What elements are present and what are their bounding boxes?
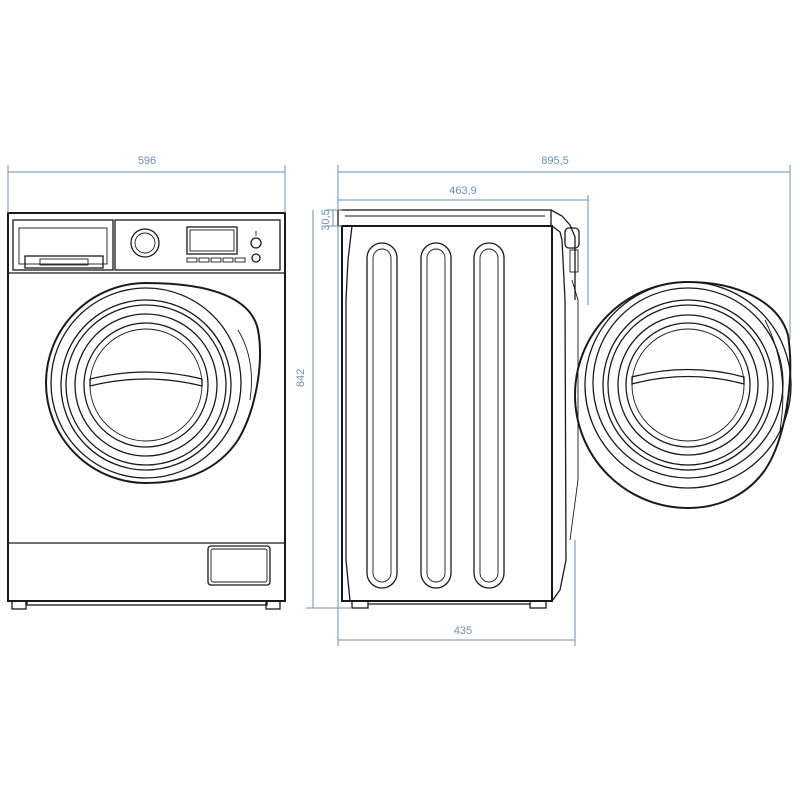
control-panel xyxy=(114,219,281,271)
side-view xyxy=(337,209,792,609)
dimension-lines: 596 895,5 463,9 30,5 842 435 xyxy=(7,155,791,646)
function-button[interactable] xyxy=(222,257,234,263)
top-offset-dimension-label: 30,5 xyxy=(320,209,332,230)
height-dimension-label: 842 xyxy=(295,369,307,387)
door-glass xyxy=(83,322,209,448)
side-body xyxy=(341,225,553,602)
function-button[interactable] xyxy=(198,257,210,263)
side-rib xyxy=(366,242,398,589)
function-buttons xyxy=(186,257,246,263)
power-button[interactable] xyxy=(251,253,261,263)
drawer-handle xyxy=(24,255,104,269)
side-rib xyxy=(420,242,452,589)
body-depth-dimension-label: 435 xyxy=(454,625,472,637)
width-dimension-label: 596 xyxy=(138,155,156,167)
door-depth-dimension-label: 463,9 xyxy=(449,185,477,197)
side-rib xyxy=(473,242,505,589)
front-foot-right xyxy=(265,600,281,610)
detergent-drawer xyxy=(12,219,114,271)
side-foot-rear xyxy=(529,600,547,609)
side-ribs xyxy=(366,242,505,589)
program-knob[interactable] xyxy=(130,228,160,258)
function-button[interactable] xyxy=(186,257,198,263)
function-button[interactable] xyxy=(234,257,246,263)
open-door xyxy=(574,280,792,510)
side-control-knob xyxy=(564,227,580,249)
display-screen xyxy=(186,226,238,255)
front-view xyxy=(7,212,286,610)
front-foot-left xyxy=(11,600,27,610)
function-button[interactable] xyxy=(210,257,222,263)
front-door xyxy=(45,281,261,485)
total-depth-dimension-label: 895,5 xyxy=(541,155,569,167)
top-cover xyxy=(337,209,552,227)
start-button[interactable] xyxy=(250,237,262,249)
service-hatch xyxy=(207,545,271,586)
side-foot-front xyxy=(351,600,369,609)
